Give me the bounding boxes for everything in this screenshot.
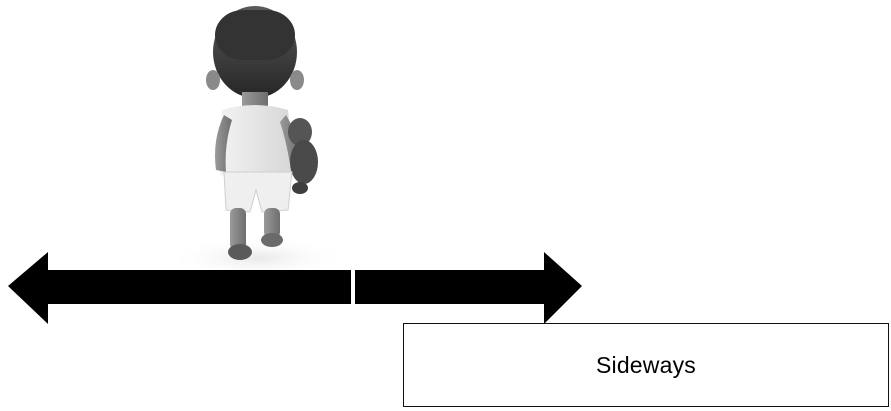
label-box: Sideways bbox=[403, 323, 889, 407]
double-headed-arrow-icon bbox=[8, 252, 582, 324]
sideways-label: Sideways bbox=[595, 351, 697, 378]
arrow-right-head bbox=[544, 252, 582, 324]
arrow-left-shaft bbox=[44, 270, 351, 304]
arrow-right-shaft bbox=[355, 270, 551, 304]
walking-child-figure-icon bbox=[168, 6, 348, 280]
arrow-left-head bbox=[8, 252, 48, 324]
